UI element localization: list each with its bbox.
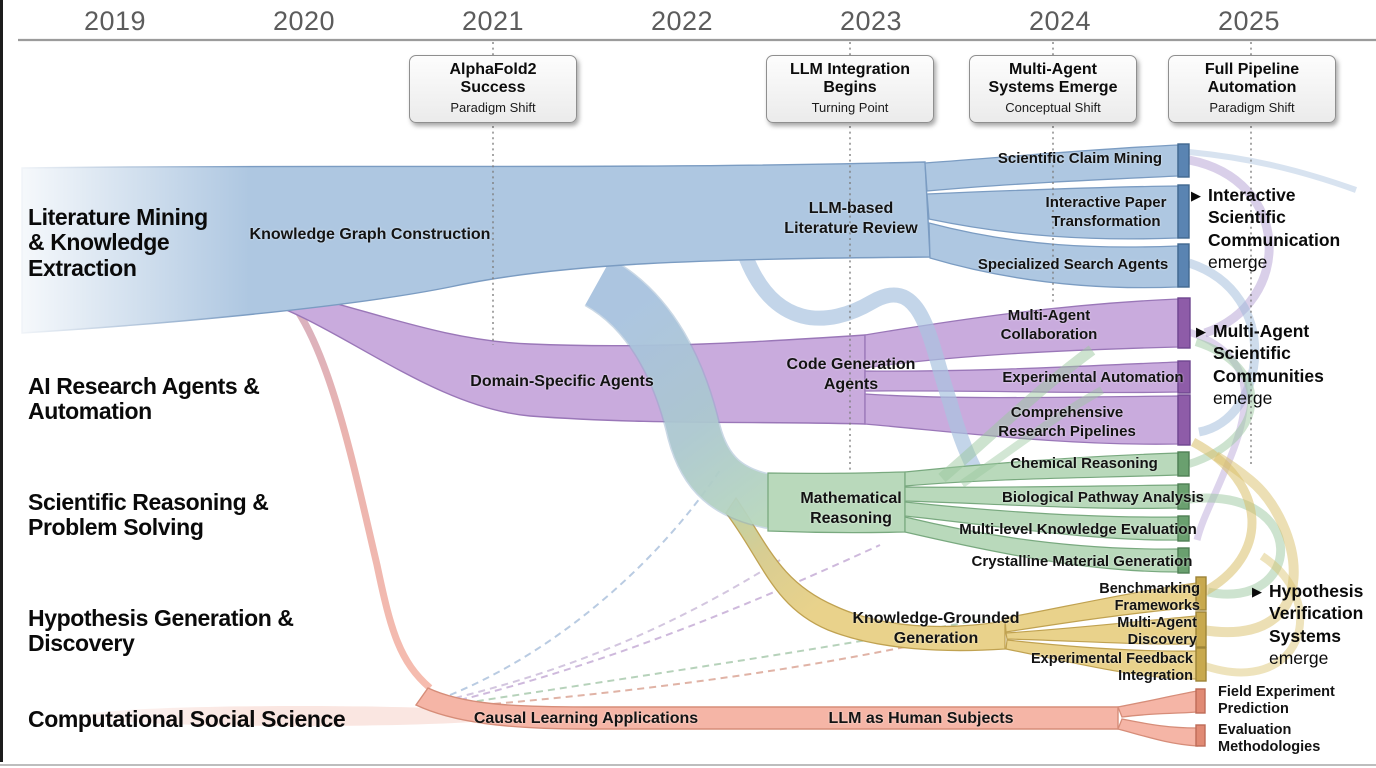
milestone-title: AlphaFold2 Success: [449, 61, 537, 97]
future-connection-ribbon: [1187, 258, 1260, 437]
output-node-bar: [1195, 724, 1206, 747]
year-label: 2024: [1028, 6, 1092, 36]
future-connection-ribbon: [1188, 155, 1274, 338]
stream-segment-label: Knowledge-Grounded Generation: [852, 610, 1020, 647]
milestone-card: AlphaFold2 Success Paradigm Shift: [409, 55, 577, 124]
outcome-annotation: ▶ Interactive Scientific Communication e…: [1191, 184, 1376, 274]
year-label: 2019: [83, 6, 147, 36]
stream-segment-label: Domain-Specific Agents: [470, 373, 654, 390]
stream-segment-label: LLM-based Literature Review: [784, 200, 918, 237]
milestone-title: Full Pipeline Automation: [1204, 61, 1300, 97]
outcome-title: Hypothesis Verification Systems: [1269, 581, 1364, 646]
stream-branch: [1117, 718, 1198, 747]
stream-segment-label: Causal Learning Applications: [473, 710, 699, 727]
stream-band: [725, 496, 1006, 652]
output-node-bar: [1177, 243, 1190, 288]
output-node-bar: [1177, 547, 1190, 574]
hypothesis-generation-stream: [725, 496, 1198, 680]
milestone-card: LLM Integration Begins Turning Point: [766, 55, 934, 124]
future-connection-ribbon: [1201, 451, 1299, 637]
category-label: Scientific Reasoning & Problem Solving: [28, 489, 269, 541]
category-label: Literature Mining & Knowledge Extraction: [28, 204, 208, 281]
stream-output-label: Multi-level Knowledge Evaluation: [959, 521, 1197, 538]
triangle-marker: ▶: [1191, 188, 1201, 203]
category-label: AI Research Agents & Automation: [28, 373, 260, 425]
stream-output-label: Benchmarking Frameworks: [1099, 581, 1200, 615]
output-node-bar: [1177, 515, 1190, 542]
stream-output-label: Evaluation Methodologies: [1218, 722, 1321, 756]
weak-link-dashed-curve: [454, 559, 781, 699]
future-connection-ribbon: [1188, 149, 1358, 193]
category-label: Computational Social Science: [28, 706, 346, 732]
outcome-annotation: ▶ Hypothesis Verification Systems emerge: [1252, 580, 1363, 670]
stream-output-label: Scientific Claim Mining: [997, 150, 1163, 167]
year-label: 2023: [839, 6, 903, 36]
stream-output-label: Biological Pathway Analysis: [1001, 489, 1205, 506]
milestone-subtitle: Paradigm Shift: [1209, 99, 1295, 115]
stream-segment-label: Knowledge Graph Construction: [249, 226, 491, 243]
output-node-bar: [1177, 143, 1190, 178]
stream-output-label: Multi-Agent Discovery: [1117, 615, 1197, 649]
output-node-bar: [1177, 394, 1191, 446]
stream-band: [262, 274, 433, 691]
left-fade-overlay: [0, 120, 250, 768]
milestone-title: LLM Integration Begins: [790, 61, 910, 97]
year-label: 2021: [461, 6, 525, 36]
stream-segment-label: LLM as Human Subjects: [828, 710, 1014, 727]
milestone-subtitle: Turning Point: [811, 99, 889, 115]
future-connection-ribbons: [1187, 149, 1358, 677]
stream-output-label: Specialized Search Agents: [977, 256, 1169, 273]
output-node-bar: [1195, 688, 1206, 714]
milestone-card: Multi-Agent Systems Emerge Conceptual Sh…: [969, 55, 1137, 124]
stream-output-label: Comprehensive Research Pipelines: [998, 404, 1136, 440]
output-node-bar: [1177, 451, 1190, 477]
output-node-bar: [1195, 576, 1207, 611]
output-node-bar: [1177, 297, 1191, 349]
output-node-bar: [1195, 611, 1207, 648]
stream-output-label: Crystalline Material Generation: [971, 553, 1193, 570]
output-node-bar: [1195, 647, 1207, 682]
year-label: 2022: [650, 6, 714, 36]
stream-output-label: Experimental Feedback Integration: [1031, 651, 1193, 685]
milestone-subtitle: Conceptual Shift: [1005, 99, 1101, 115]
emerge-note: emerge: [1269, 648, 1329, 669]
emerge-note: emerge: [1208, 252, 1268, 273]
weak-link-dashed-curve: [449, 469, 721, 696]
output-node-bar: [1177, 184, 1190, 239]
output-node-bar: [1177, 360, 1191, 394]
stream-branch: [1117, 690, 1198, 718]
future-connection-ribbon: [1188, 493, 1286, 599]
category-label: Hypothesis Generation & Discovery: [28, 605, 294, 657]
milestone-card: Full Pipeline Automation Paradigm Shift: [1168, 55, 1336, 124]
stream-output-label: Field Experiment Prediction: [1218, 684, 1335, 718]
stream-segment-label: Mathematical Reasoning: [800, 490, 902, 527]
output-node-bar: [1177, 483, 1190, 510]
stream-segment-label: Code Generation Agents: [786, 356, 916, 393]
outcome-title: Multi-Agent Scientific Communities: [1213, 321, 1324, 386]
outcome-title: Interactive Scientific Communication: [1208, 185, 1341, 250]
year-label: 2025: [1217, 6, 1281, 36]
stream-band: [414, 687, 1119, 730]
reasoning-to-agents-ribbon: [938, 345, 1096, 483]
stream-output-label: Multi-Agent Collaboration: [1000, 307, 1098, 343]
future-connection-ribbon: [1200, 552, 1305, 677]
stream-output-label: Chemical Reasoning: [1010, 455, 1158, 472]
triangle-marker: ▶: [1196, 324, 1206, 339]
literature-to-reasoning-band: [584, 259, 778, 528]
year-label: 2020: [272, 6, 336, 36]
emerge-note: emerge: [1213, 388, 1273, 409]
stream-output-label: Experimental Automation: [1002, 369, 1184, 386]
outcome-annotation: ▶ Multi-Agent Scientific Communities eme…: [1196, 320, 1324, 410]
weak-link-dashed-curve: [459, 544, 881, 701]
output-node-bars: [1177, 143, 1207, 747]
scientific-reasoning-stream: [767, 345, 1179, 573]
milestone-subtitle: Paradigm Shift: [450, 99, 536, 115]
milestone-title: Multi-Agent Systems Emerge: [988, 61, 1118, 97]
literature-to-reasoning-ribbon: [736, 249, 981, 472]
reasoning-to-agents-ribbon: [959, 386, 1104, 488]
triangle-marker: ▶: [1252, 584, 1262, 599]
stream-output-label: Interactive Paper Transformation: [1045, 194, 1167, 230]
